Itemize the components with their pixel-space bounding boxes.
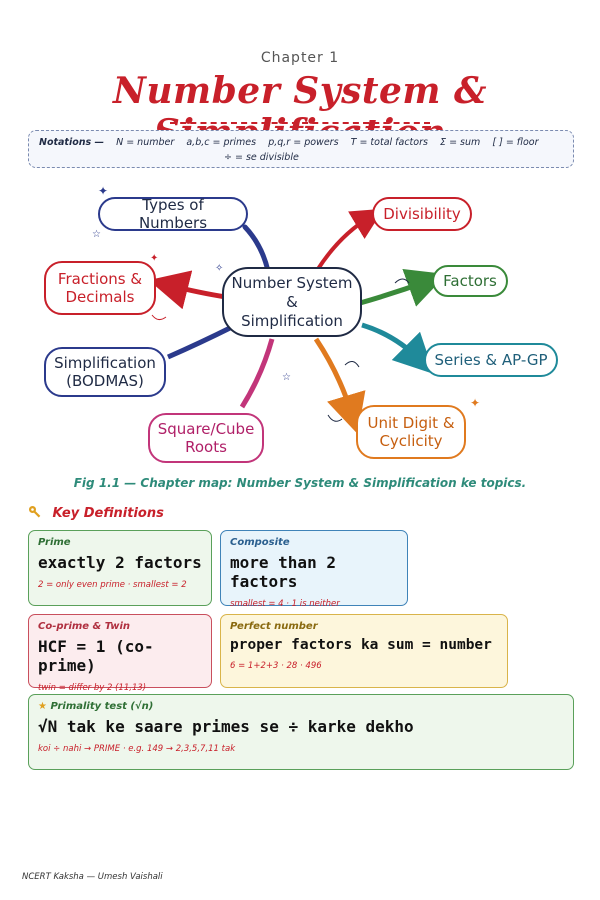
notations-label: Notations —	[39, 137, 104, 148]
topic-label: Cyclicity	[379, 432, 443, 450]
topic-types-of-numbers: Types of Numbers	[98, 196, 248, 232]
definition-card-composite: Composite more than 2 factors smallest =…	[220, 530, 408, 609]
mind-map-arrows: ✦ ☆ ✧ ☆ ✦ ✦	[92, 184, 480, 435]
notation-item: N = number	[116, 137, 175, 148]
topic-fractions-decimals: Fractions & Decimals	[44, 261, 156, 315]
figure-caption: Fig 1.1 — Chapter map: Number System & S…	[73, 476, 527, 490]
svg-text:✦: ✦	[150, 253, 158, 264]
title-underline	[170, 122, 430, 124]
chapter-label: Chapter 1	[260, 50, 340, 66]
arrow-series	[361, 322, 435, 375]
definition-card-coprime: Co-prime & Twin HCF = 1 (co-prime) twin …	[28, 614, 212, 693]
topic-unit-digit-cyclicity: Unit Digit & Cyclicity	[356, 405, 466, 459]
arrow-divisibility	[316, 208, 384, 271]
topic-square-cube-roots: Square/Cube Roots	[148, 413, 264, 463]
card-main: HCF = 1 (co-prime)	[38, 637, 154, 675]
heading-text: Key Definitions	[52, 506, 164, 521]
center-label: Number System	[231, 273, 353, 292]
topic-series-ap-gp: Series & AP-GP	[424, 343, 558, 377]
card-label: Composite	[230, 537, 290, 548]
svg-text:✦: ✦	[470, 396, 480, 410]
center-label: Simplification	[241, 311, 343, 330]
topic-label: Types of Numbers	[138, 196, 208, 232]
topic-label: Decimals	[65, 288, 135, 306]
topic-label: Fractions &	[57, 270, 143, 288]
card-main: exactly 2 factors	[38, 553, 202, 572]
topic-label: Divisibility	[383, 205, 461, 223]
card-note: twin = differ by 2 (11,13)	[38, 683, 147, 693]
center-topic: Number System & Simplification	[222, 267, 362, 337]
svg-text:☆: ☆	[92, 229, 101, 240]
topic-label: Factors	[443, 272, 497, 290]
arrow-roots	[239, 338, 275, 409]
card-label: Primality test (√n)	[50, 701, 154, 712]
notation-item: [ ] = floor	[492, 137, 539, 148]
arrow-fractions	[148, 270, 227, 310]
arrow-factors	[359, 269, 447, 307]
topic-label: Square/Cube	[157, 420, 255, 438]
card-label: Perfect number	[230, 621, 318, 632]
card-main: √N tak ke saare primes se ÷ karke dekho	[38, 717, 414, 736]
notation-item: a,b,c = primes	[186, 137, 257, 148]
notation-item: p,q,r = powers	[268, 137, 339, 148]
card-label: Prime	[38, 537, 71, 548]
star-icon: ★	[38, 701, 47, 712]
card-main: proper factors ka sum = number	[230, 637, 492, 653]
svg-text:✦: ✦	[98, 184, 108, 198]
card-label-row: ★ Primality test (√n)	[38, 701, 564, 712]
topic-divisibility: Divisibility	[372, 197, 472, 231]
card-note: 6 = 1+2+3 · 28 · 496	[230, 661, 322, 671]
card-label: Co-prime & Twin	[38, 621, 130, 632]
key-icon	[29, 506, 41, 518]
definition-card-prime: Prime exactly 2 factors 2 = only even pr…	[28, 530, 212, 606]
center-label: &	[286, 292, 298, 311]
chapter-mind-map: ✦ ☆ ✧ ☆ ✦ ✦ Types of Numbers Divisibilit…	[0, 175, 600, 465]
topic-simplification-bodmas: Simplification (BODMAS)	[44, 347, 166, 397]
notation-item: Σ = sum	[440, 137, 481, 148]
svg-text:☆: ☆	[282, 372, 291, 383]
topic-label: Series & AP-GP	[434, 351, 548, 369]
topic-label: Unit Digit &	[367, 414, 455, 432]
card-main: more than 2 factors	[230, 553, 336, 591]
topic-factors: Factors	[432, 265, 508, 297]
arrow-types	[242, 224, 271, 274]
arrow-simplification	[166, 324, 234, 360]
card-note: koi ÷ nahi → PRIME · e.g. 149 → 2,3,5,7,…	[38, 744, 236, 754]
notations-box: Notations — N = number a,b,c = primes p,…	[28, 130, 574, 168]
definition-card-perfect-number: Perfect number proper factors ka sum = n…	[220, 614, 508, 688]
card-note: smallest = 4 · 1 is neither	[230, 599, 340, 609]
card-note: 2 = only even prime · smallest = 2	[38, 580, 187, 590]
notation-item: ÷ = se divisible	[224, 152, 299, 163]
footer-credit: NCERT Kaksha — Umesh Vaishali	[22, 872, 163, 882]
topic-label: (BODMAS)	[66, 372, 144, 390]
arrow-unitdigit	[313, 337, 366, 435]
svg-text:✧: ✧	[215, 263, 223, 274]
topic-label: Roots	[185, 438, 227, 456]
key-definitions-heading: Key Definitions	[28, 505, 164, 521]
topic-label: Simplification	[54, 354, 156, 372]
definition-card-primality-test: ★ Primality test (√n) √N tak ke saare pr…	[28, 694, 574, 770]
notation-item: T = total factors	[350, 137, 428, 148]
